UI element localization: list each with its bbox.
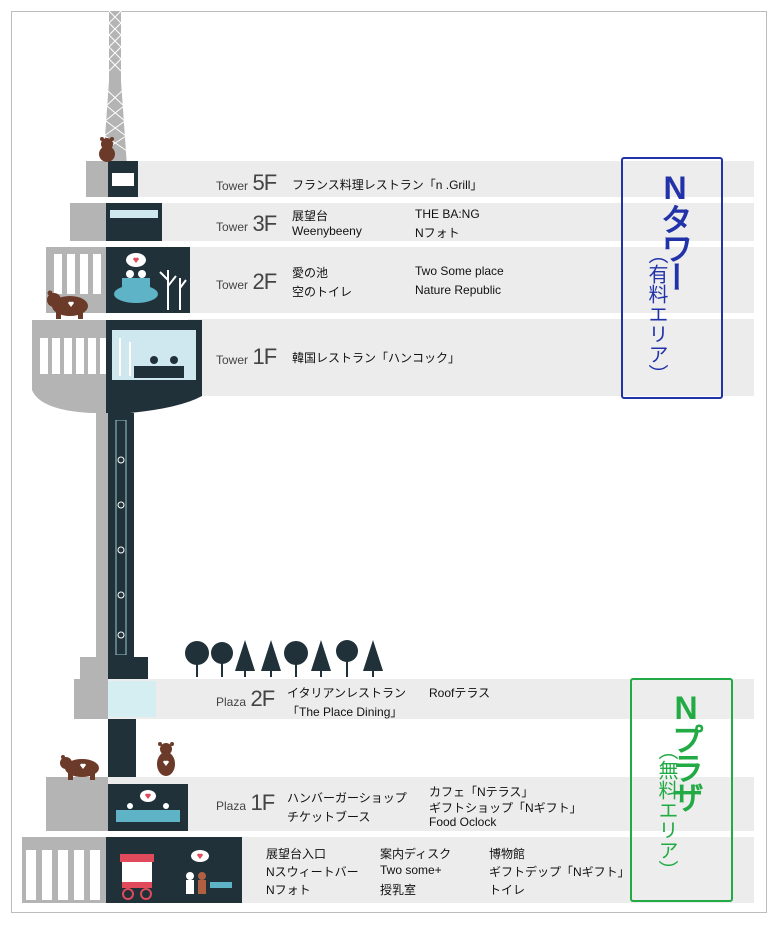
floor-item: 展望台	[292, 209, 329, 223]
floor-item: 空のトイレ	[292, 285, 353, 299]
zone-box-tower	[621, 157, 723, 399]
tower-3f-window	[110, 210, 158, 218]
zone-box-plaza	[630, 678, 733, 902]
floor-number: 1F	[250, 790, 275, 815]
bear-icon	[99, 137, 115, 162]
floor-prefix: Tower	[216, 220, 249, 234]
bear-icon	[60, 755, 99, 780]
band-tower-5f	[86, 161, 754, 197]
floor-prefix: Plaza	[216, 695, 247, 709]
floor-item: Nature Republic	[415, 283, 502, 297]
plaza-top-block	[80, 657, 108, 679]
floor-prefix: Tower	[216, 278, 249, 292]
floor-number: 5F	[252, 170, 277, 195]
floor-label-plaza-2f: Plaza 2F	[216, 686, 275, 712]
floor-item: Nスウィートバー	[266, 865, 359, 879]
heart-icon	[186, 850, 232, 894]
band-tower-3f	[70, 203, 754, 241]
floor-label-tower-5f: Tower 5F	[216, 170, 277, 196]
floor-item: チケットブース	[287, 810, 371, 824]
elevator-shaft	[108, 413, 134, 657]
floor-number: 3F	[252, 211, 277, 236]
floor-prefix: Tower	[216, 179, 249, 193]
floor-item: 「The Place Dining」	[287, 705, 403, 719]
floor-prefix: Tower	[216, 353, 249, 367]
tower-5f-window	[112, 173, 134, 186]
elevator-icon	[115, 420, 127, 655]
plaza-1f-block	[46, 777, 108, 831]
zone-sub-plaza: （無料エリア）	[655, 740, 677, 880]
floor-item: ハンバーガーショップ	[287, 791, 407, 805]
floor-item: Roofテラス	[429, 686, 491, 700]
food-cart-icon	[120, 854, 154, 900]
floor-item: 愛の池	[292, 266, 329, 280]
floor-number: 2F	[250, 686, 275, 711]
plaza-top-panel	[108, 657, 148, 679]
floor-item: Two Some place	[415, 264, 504, 278]
floor-item: 案内ディスク	[380, 847, 452, 861]
zone-title-plaza: Nプラザ	[668, 690, 704, 810]
plaza-2f-window	[108, 681, 156, 717]
floor-item: 博物館	[489, 847, 526, 861]
band-tower-1f	[188, 319, 754, 396]
floor-label-tower-1f: Tower 1F	[216, 344, 277, 370]
floor-item: Weenybeeny	[292, 224, 362, 238]
floor-item: イタリアンレストラン	[287, 686, 407, 700]
zone-sub-tower: （有料エリア）	[645, 244, 667, 384]
plaza-1f-scene	[116, 790, 180, 822]
tower-3f-block	[70, 203, 106, 241]
floor-item: Two some+	[380, 863, 442, 877]
tower-2f-windows	[54, 254, 101, 294]
floor-item: 韓国レストラン「ハンコック」	[292, 351, 461, 365]
floor-item: Nフォト	[266, 883, 311, 897]
floor-number: 2F	[252, 269, 277, 294]
plaza-2f-block	[74, 679, 108, 719]
floor-item: ギフトショップ「Nギフト」	[429, 801, 582, 815]
floor-item: 授乳室	[380, 883, 417, 897]
zone-title-tower: Nタワー	[657, 170, 693, 290]
floor-item: ギフトデップ「Nギフト」	[489, 865, 630, 879]
plaza-connector	[108, 719, 136, 777]
tower-3f-panel	[106, 203, 162, 241]
tree-icon	[185, 640, 383, 677]
floor-item: 展望台入口	[266, 847, 327, 861]
floor-item: Nフォト	[415, 226, 460, 240]
floor-number: 1F	[252, 344, 277, 369]
floor-item: Food Oclock	[429, 815, 497, 829]
floor-label-plaza-1f: Plaza 1F	[216, 790, 275, 816]
tower-1f-saucer	[32, 320, 202, 413]
floor-prefix: Plaza	[216, 799, 247, 813]
floor-item: フランス料理レストラン「n .Grill」	[292, 178, 483, 192]
band-plaza-2f	[74, 679, 754, 719]
tower-2f-scene	[114, 253, 187, 310]
floor-item: トイレ	[489, 883, 526, 897]
bear-icon	[157, 742, 175, 776]
floor-item: THE BA:NG	[415, 207, 480, 221]
floor-item: カフェ「Nテラス」	[429, 785, 534, 799]
map-frame	[11, 11, 767, 913]
floor-label-tower-3f: Tower 3F	[216, 211, 277, 237]
tower-5f-block	[86, 161, 108, 197]
tower-shaft	[96, 413, 108, 657]
bear-icon	[47, 290, 88, 319]
floor-label-tower-2f: Tower 2F	[216, 269, 277, 295]
ground-windows	[26, 850, 100, 900]
